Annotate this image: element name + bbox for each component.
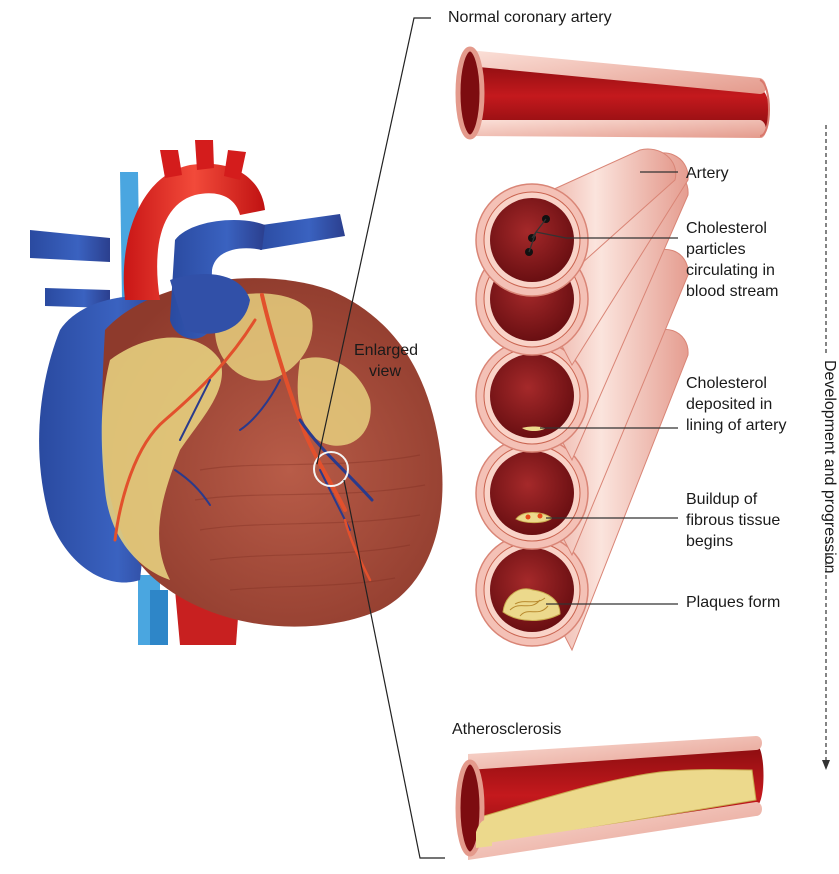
label-view: view <box>369 361 401 382</box>
label-cholesterol-deposited-3: lining of artery <box>686 415 787 436</box>
label-buildup-3: begins <box>686 531 733 552</box>
label-atherosclerosis: Atherosclerosis <box>452 719 561 740</box>
label-cholesterol-particles-1: Cholesterol <box>686 218 767 239</box>
label-cholesterol-particles-3: circulating in <box>686 260 775 281</box>
pulmonary-vein-left <box>30 230 110 262</box>
aorta-branch-2 <box>195 140 214 170</box>
label-progression: Development and progression <box>820 360 838 573</box>
label-enlarged: Enlarged <box>354 340 418 361</box>
aorta-branch-1 <box>160 150 182 178</box>
label-buildup-2: fibrous tissue <box>686 510 780 531</box>
heart-illustration <box>30 140 443 645</box>
label-cholesterol-deposited-1: Cholesterol <box>686 373 767 394</box>
label-cholesterol-particles-2: particles <box>686 239 746 260</box>
artery-progression-tubes <box>476 149 688 650</box>
atherosclerosis-illustration <box>458 736 764 860</box>
label-normal-artery: Normal coronary artery <box>448 7 612 28</box>
lower-vessel-blue <box>150 590 168 645</box>
label-cholesterol-deposited-2: deposited in <box>686 394 772 415</box>
label-artery: Artery <box>686 163 729 184</box>
arrow-head-icon <box>822 760 830 770</box>
normal-artery-illustration <box>458 49 769 138</box>
label-buildup-1: Buildup of <box>686 489 757 510</box>
label-cholesterol-particles-4: blood stream <box>686 281 779 302</box>
label-plaques: Plaques form <box>686 592 780 613</box>
pulmonary-vein-right <box>255 214 345 250</box>
